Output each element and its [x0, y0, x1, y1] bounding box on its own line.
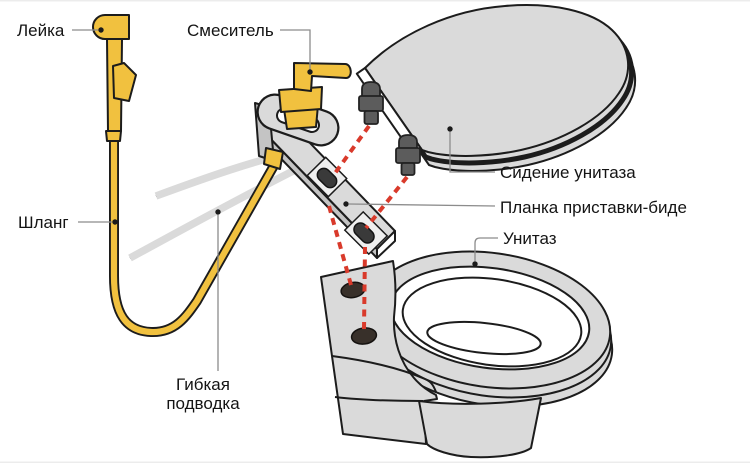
- sprayer-head: [92, 14, 130, 40]
- label-mixer: Смеситель: [187, 21, 274, 40]
- leader-dot-sprayer: [98, 27, 104, 33]
- hose-tube: [110, 140, 279, 336]
- leader-dot-seat: [447, 126, 453, 132]
- bolt-1-shaft: [363, 110, 379, 125]
- alignment-dashes: [327, 124, 409, 331]
- bolt-2-shaft: [400, 162, 416, 176]
- sprayer-collar: [105, 130, 122, 142]
- leader-toilet: [474, 237, 498, 261]
- bidet-plate-illustration: [262, 112, 396, 259]
- sprayer-illustration: [92, 14, 137, 142]
- label-bidet-plate: Планка приставки-биде: [500, 198, 687, 217]
- bolt-2-cap: [398, 134, 418, 150]
- leader-dot-mixer: [307, 69, 313, 75]
- label-toilet: Унитаз: [503, 229, 557, 248]
- plate-end-cap: [376, 230, 396, 259]
- bolt-1-nut: [358, 95, 384, 112]
- mounting-bolts-illustration: [358, 81, 421, 176]
- bowl-bottom: [426, 320, 542, 356]
- bolt-2-nut: [395, 147, 421, 164]
- platform-front-edge: [331, 355, 437, 393]
- hose-illustration: [109, 140, 281, 337]
- label-flexible-supply: Гибкая подводка: [166, 375, 240, 413]
- toilet-foot: [418, 397, 542, 459]
- mixer-illustration: [254, 62, 352, 170]
- bottom-edge-line: [0, 461, 750, 463]
- alignment-dash-hole2: [362, 246, 367, 331]
- alignment-dash-bolt1: [331, 124, 371, 178]
- bolt-1-cap: [361, 81, 381, 98]
- toilet-seat-illustration: [355, 4, 637, 172]
- leader-dot-toilet: [472, 261, 478, 267]
- label-hose: Шланг: [18, 213, 69, 232]
- top-edge-line: [0, 0, 750, 2]
- label-sprayer: Лейка: [17, 21, 65, 40]
- leader-lines: [72, 27, 498, 371]
- label-toilet-seat: Сидение унитаза: [500, 163, 636, 182]
- leader-plate: [348, 203, 496, 207]
- skirt-band-line: [334, 396, 424, 402]
- leader-dot-plate: [343, 201, 349, 207]
- leader-seat: [449, 132, 495, 173]
- toilet-illustration: [320, 250, 614, 459]
- bowl-inner-line: [401, 276, 583, 368]
- seat-lid: [364, 4, 630, 157]
- hose-connector: [263, 147, 284, 170]
- alignment-dash-hole1: [327, 205, 353, 286]
- leader-mixer: [280, 29, 311, 70]
- leader-dot-hose: [112, 219, 118, 225]
- plate-slot-1: [316, 167, 338, 189]
- leader-dot-flexible-supply: [215, 209, 221, 215]
- alignment-dash-bolt2: [364, 175, 409, 230]
- sprayer-trigger: [112, 62, 137, 102]
